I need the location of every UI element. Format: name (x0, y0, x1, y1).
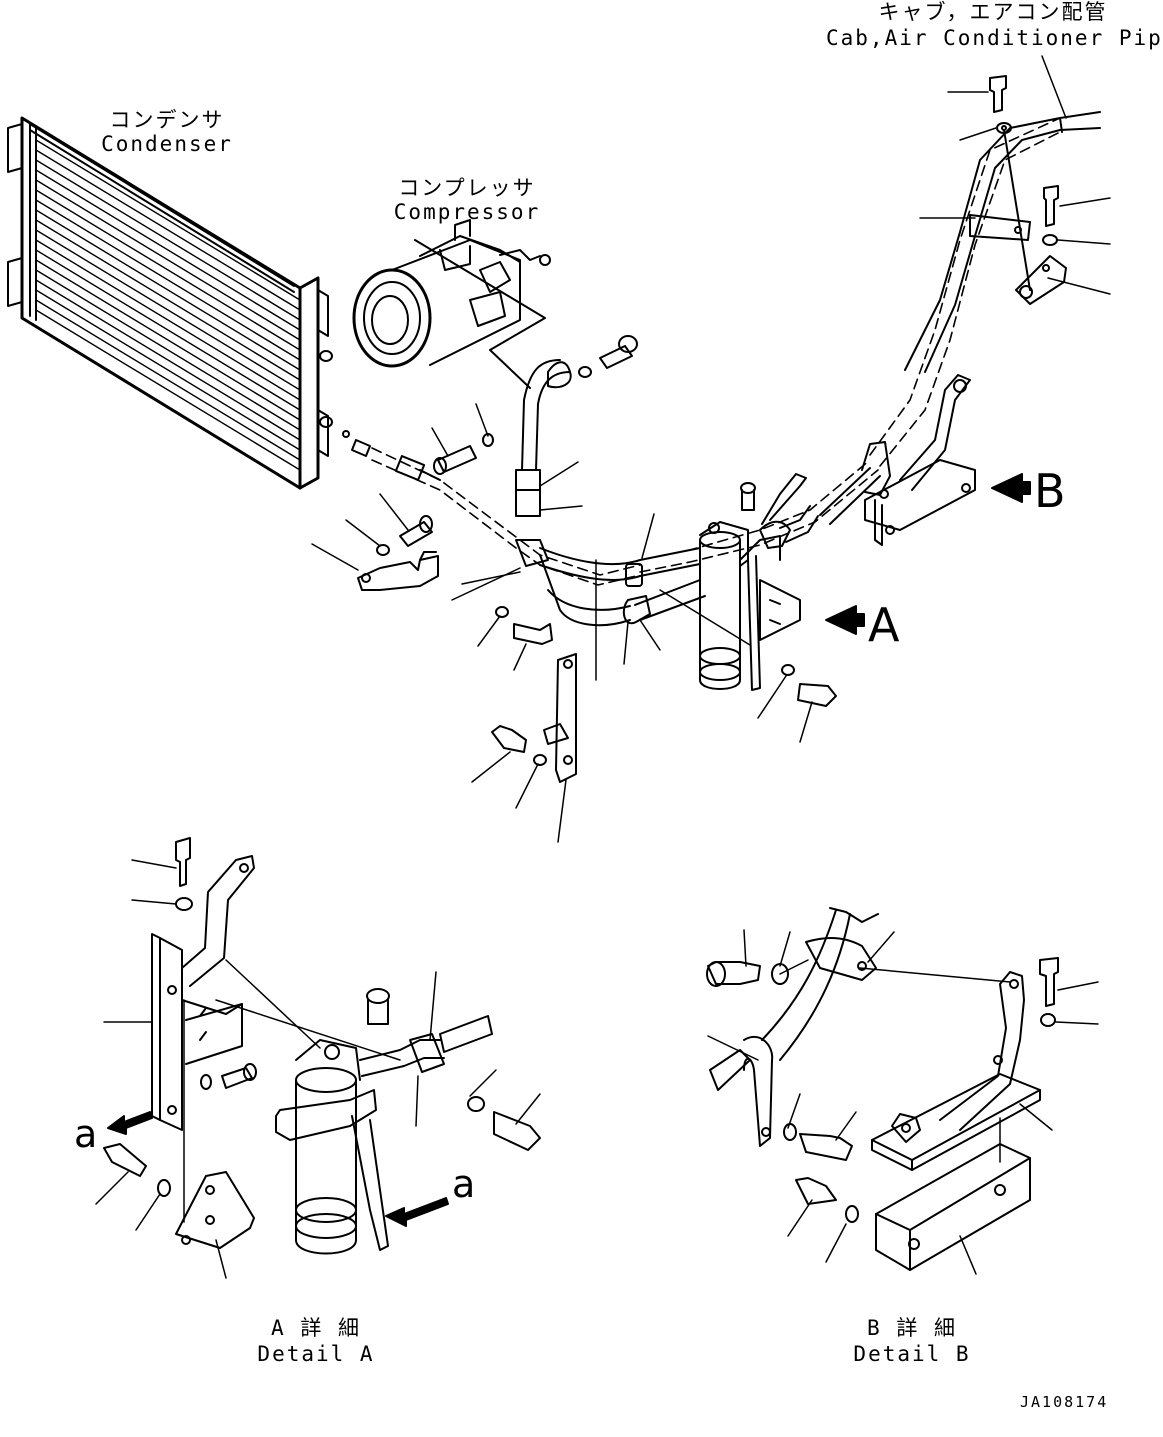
condenser-fittings (351, 439, 441, 481)
detail-a-drawing (103, 837, 541, 1255)
top-right-hardware (969, 75, 1067, 305)
detail-a-label-jp: A 詳 細 (271, 1316, 361, 1340)
drier-clamps (622, 473, 807, 625)
compressor-label-jp: コンプレッサ (398, 176, 536, 200)
detail-b-label-en: Detail B (853, 1342, 971, 1366)
arrow-a (825, 605, 865, 635)
detail-a-ref-arrow-left (107, 1111, 153, 1135)
compressor-hose (515, 335, 638, 517)
compressor-label-en: Compressor (393, 200, 541, 224)
left-hardware (357, 433, 837, 783)
b-bracket (861, 374, 976, 546)
ref-a-left: a (74, 1112, 98, 1156)
condenser-label-jp: コンデンサ (109, 108, 225, 132)
detail-b-drawing (706, 907, 1059, 1271)
leader-lines-main (311, 55, 1111, 843)
cab-piping-label-en: Cab,Air Conditioner Piping (826, 26, 1163, 50)
ref-a-right: a (452, 1162, 476, 1206)
drawing-id: JA108174 (1020, 1393, 1109, 1411)
solid-hoses (539, 111, 1101, 627)
condenser (7, 116, 350, 490)
detail-a-leaders (95, 859, 541, 1279)
detail-b-leaders (707, 929, 1099, 1275)
arrow-b (991, 473, 1031, 503)
arrow-b-label: B (1034, 464, 1066, 518)
receiver-drier (699, 482, 801, 691)
detail-b-label-jp: B 詳 細 (867, 1316, 957, 1340)
detail-a-ref-arrow-right (385, 1197, 449, 1227)
detail-a-label-en: Detail A (257, 1342, 375, 1366)
arrow-a-label: A (868, 598, 900, 652)
condenser-label-en: Condenser (101, 132, 233, 156)
compressor (352, 219, 551, 389)
cab-piping-label-jp: キャブ，エアコン配管 (878, 0, 1108, 24)
